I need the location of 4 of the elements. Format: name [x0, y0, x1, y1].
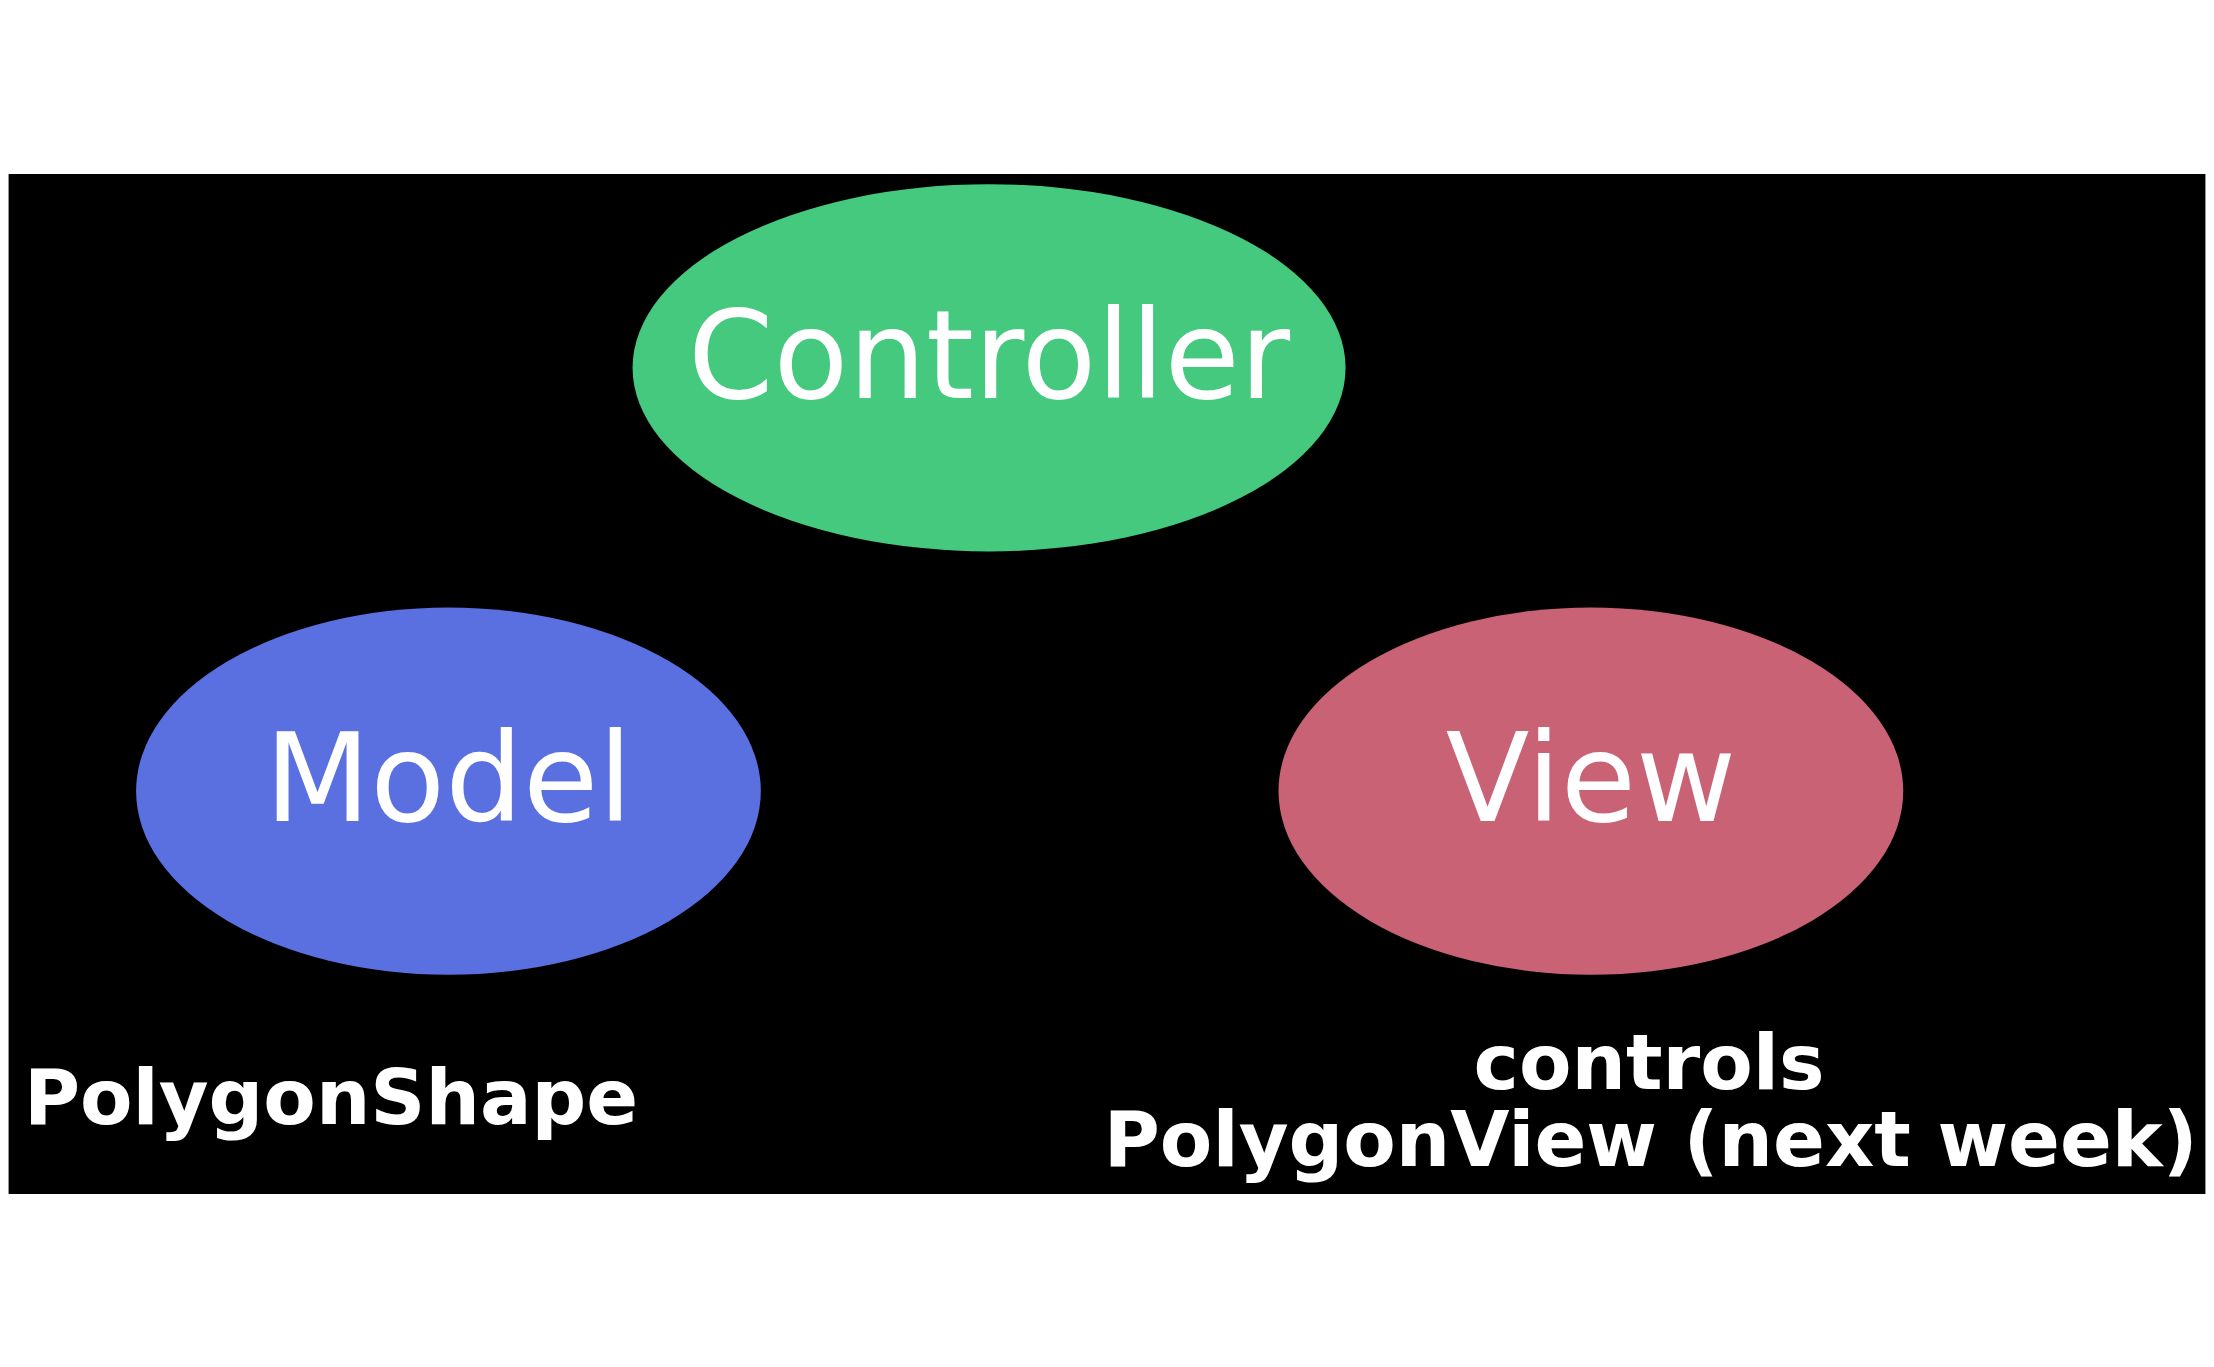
node-ellipse: Controller	[632, 183, 1346, 551]
node-ellipse: View	[1278, 607, 1904, 975]
node-label: PolygonShape	[23, 1052, 639, 1142]
node-ellipse: Model	[136, 607, 761, 975]
